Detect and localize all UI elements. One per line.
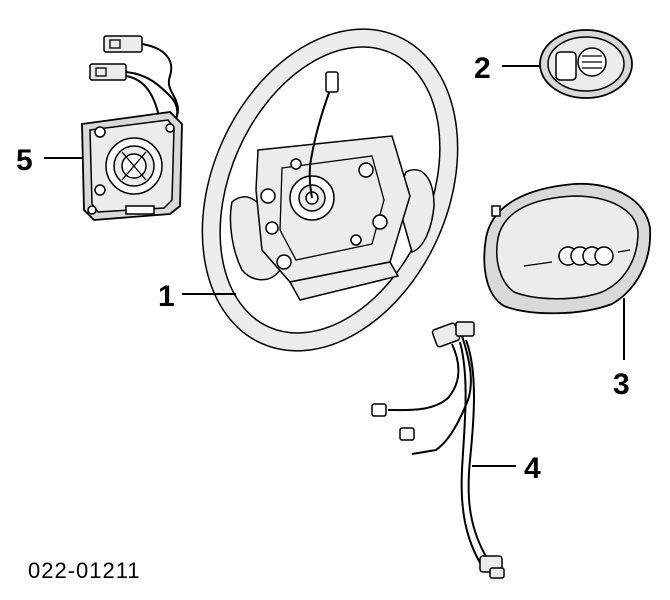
callout-4: 4 [472,452,541,485]
callout-2: 2 [474,52,540,85]
horn-button [539,29,633,99]
diagram-part-number: 022-01211 [28,558,141,583]
callout-1-label: 1 [158,280,175,313]
clock-spring [81,35,183,221]
callout-5: 5 [16,144,82,177]
callout-5-label: 5 [16,144,33,177]
steering-wheel [201,28,459,352]
callout-3: 3 [613,298,630,401]
callout-4-label: 4 [524,452,541,485]
callout-2-label: 2 [474,52,491,85]
wiring-harness [371,321,505,579]
callout-3-label: 3 [613,368,630,401]
callout-1: 1 [158,280,236,313]
airbag-module [483,183,651,315]
